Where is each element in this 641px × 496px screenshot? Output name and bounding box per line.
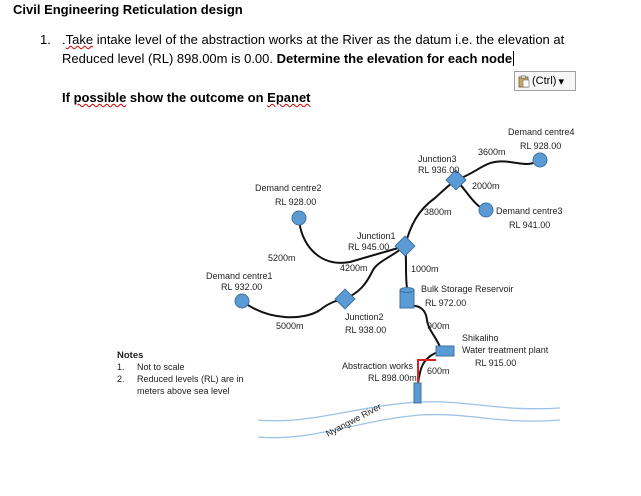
note1-number: 1. [117,362,125,372]
paste-options-button[interactable]: (Ctrl) ▾ [514,71,576,91]
j2-name: Junction2 [345,312,384,322]
pipe-label-abs-wtp: 600m [427,366,450,376]
spellcheck-possible: possible [73,90,127,105]
reservoir-rl: RL 972.00 [425,298,466,308]
river-label: Nyangwe River [324,401,383,438]
j3-rl: RL 936.00 [418,165,459,175]
j2-rl: RL 938.00 [345,325,386,335]
dc1-rl: RL 932.00 [221,282,262,292]
chevron-down-icon: ▾ [558,75,564,88]
pipe-j1-j2 [344,245,406,300]
pipe-label-j3-dc4: 3600m [478,147,506,157]
abstraction-name: Abstraction works [342,361,414,371]
wtp-rl: RL 915.00 [475,358,516,368]
demand-centre1-node [234,293,250,309]
question-line1-text: intake level of the abstraction works at… [93,32,565,47]
j1-name: Junction1 [357,231,396,241]
j1-rl: RL 945.00 [348,242,389,252]
river-banks [257,401,561,439]
paste-options-label: (Ctrl) [532,75,557,87]
question-prefix: . [62,32,66,47]
wtp-name-1: Shikaliho [462,333,499,343]
j3-name: Junction3 [418,154,457,164]
spellcheck-take: Take [65,32,94,47]
pipe-j3-dc4 [455,159,541,181]
notes-heading: Notes [117,350,143,361]
rising-main [417,359,436,383]
dc3-name: Demand centre3 [496,206,563,216]
question-line2-bold: Determine the elevation for each node [276,51,513,66]
junction3-node [445,169,467,191]
dc2-rl: RL 928.00 [275,197,316,207]
pipe-label-res-j1: 1000m [411,264,439,274]
reservoir-name: Bulk Storage Reservoir [421,284,514,294]
question-line2-text: Reduced level (RL) 898.00m is 0.00. [62,51,277,66]
clipboard-icon [518,75,530,88]
pipe-dc1-j2 [241,298,346,319]
document-title: Civil Engineering Reticulation design [13,2,243,17]
instruction-mid: show the outcome on [126,90,268,105]
dc4-name: Demand centre4 [508,127,575,137]
dc2-name: Demand centre2 [255,183,322,193]
pipe-label-dc2-j1: 5200m [268,253,296,263]
note2-text-b: meters above sea level [137,386,230,396]
dc3-rl: RL 941.00 [509,220,550,230]
wtp-name-2: Water treatment plant [462,345,549,355]
note2-number: 2. [117,374,125,384]
question-line-2: Reduced level (RL) 898.00m is 0.00. Dete… [62,51,515,66]
junction1-node [394,235,416,257]
question-number: 1. [40,32,51,47]
abstraction-rl: RL 898.00m [368,373,417,383]
instruction-if: If [62,90,74,105]
demand-centre3-node [478,202,494,218]
note1-text: Not to scale [137,362,185,372]
spellcheck-epanet: Epanet [267,90,311,105]
pipe-wtp-res [406,304,443,352]
dc4-rl: RL 928.00 [520,141,561,151]
reservoir-tank [399,287,415,309]
pipe-label-dc1-j2: 5000m [276,321,304,331]
pipe-dc2-j1 [298,217,406,264]
pipe-label-wtp-res: 900m [427,321,450,331]
pipe-label-j3-dc3: 2000m [472,181,500,191]
demand-centre2-node [291,210,307,226]
treatment-plant-node [435,345,455,357]
note2-text-a: Reduced levels (RL) are in [137,374,244,384]
pipe-label-j1-j2: 4200m [340,263,368,273]
abstraction-works-node [413,382,422,404]
text-cursor [513,51,515,66]
pipe-label-j1-j3: 3800m [424,207,452,217]
instruction-line: If possible show the outcome on Epanet [62,90,311,105]
dc1-name: Demand centre1 [206,271,273,281]
demand-centre4-node [532,152,548,168]
question-line-1: .Take intake level of the abstraction wo… [62,32,564,47]
junction2-node [334,288,356,310]
